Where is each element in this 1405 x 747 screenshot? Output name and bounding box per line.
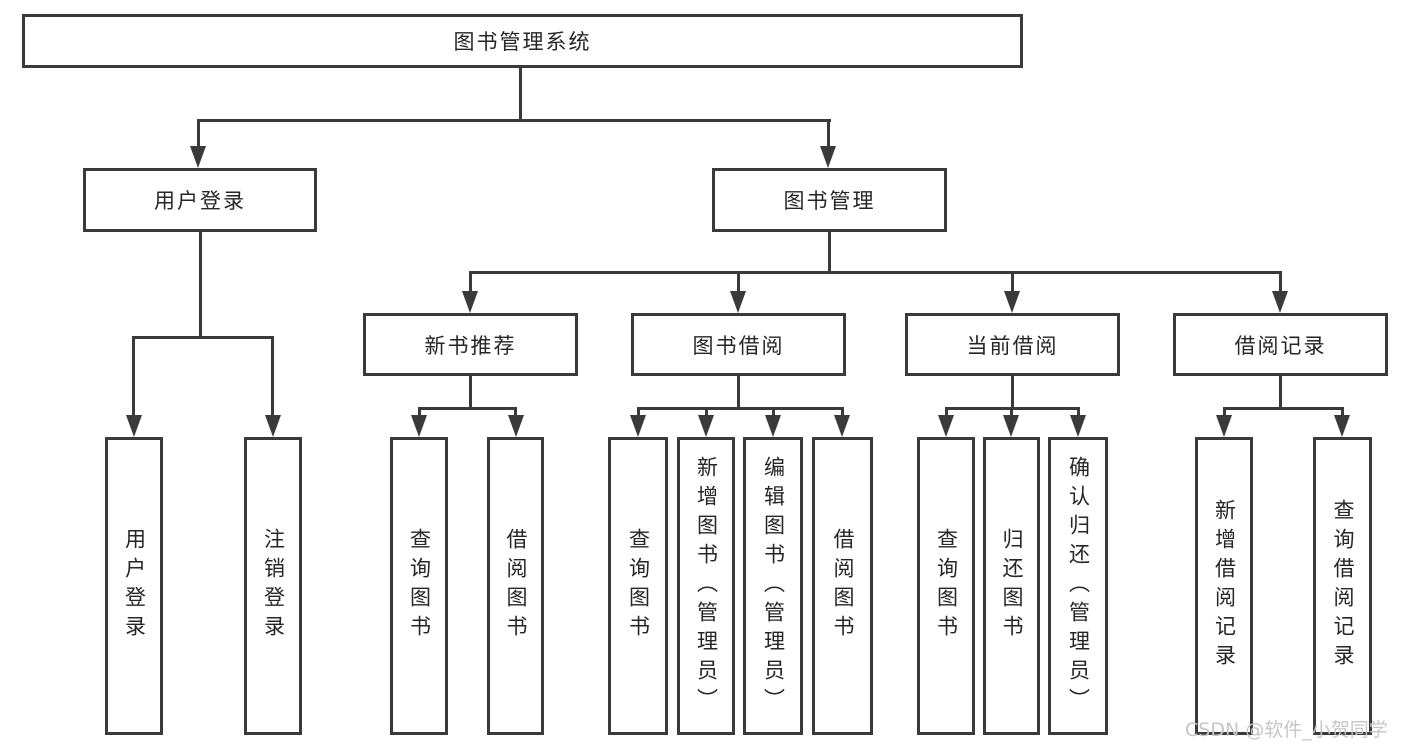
arrowhead-icon — [765, 415, 781, 437]
connector-drop — [945, 407, 948, 417]
connector-login-child2-drop — [271, 336, 274, 415]
node-book-borrow: 图书借阅 — [631, 313, 846, 376]
connector-records-branch — [1223, 407, 1344, 410]
connector-drop — [418, 407, 421, 417]
node-user-login: 用户登录 — [83, 168, 317, 232]
connector-level2-branch — [197, 119, 831, 122]
arrowhead-icon — [820, 146, 836, 168]
connector-drop — [705, 407, 708, 417]
connector-section4-stem — [1279, 373, 1282, 409]
arrowhead-icon — [411, 415, 427, 437]
leaf-add-borrow-record: 新增借阅记录 — [1195, 437, 1253, 735]
connector-drop — [1077, 407, 1080, 417]
arrowhead-icon — [126, 415, 142, 437]
leaf-edit-book-admin: 编辑图书（管理员） — [743, 437, 803, 735]
node-book-management: 图书管理 — [712, 168, 947, 232]
leaf-query-books-current: 查询图书 — [917, 437, 975, 735]
connector-manage-stem — [828, 229, 831, 273]
connector-drop — [1010, 407, 1013, 417]
leaf-confirm-return-admin: 确认归还（管理员） — [1048, 437, 1108, 735]
leaf-return-book: 归还图书 — [983, 437, 1040, 735]
connector-section3-stem — [1011, 373, 1014, 409]
arrowhead-icon — [1003, 415, 1019, 437]
leaf-user-login: 用户登录 — [105, 437, 163, 735]
connector-section1-stem — [469, 373, 472, 409]
connector-login-drop — [197, 119, 200, 147]
arrowhead-icon — [508, 415, 524, 437]
leaf-query-books-recommend: 查询图书 — [390, 437, 448, 735]
arrowhead-icon — [834, 415, 850, 437]
connector-manage-drop — [827, 119, 830, 147]
connector-drop — [514, 407, 517, 417]
connector-drop — [637, 407, 640, 417]
node-new-book-recommend: 新书推荐 — [363, 313, 578, 376]
node-root-system: 图书管理系统 — [22, 14, 1023, 68]
connector-recommend-branch — [418, 407, 517, 410]
arrowhead-icon — [1070, 415, 1086, 437]
connector-drop — [1223, 407, 1226, 417]
arrowhead-icon — [462, 291, 478, 313]
connector-root-stem — [519, 66, 522, 120]
arrowhead-icon — [698, 415, 714, 437]
connector-drop — [1341, 407, 1344, 417]
connector-login-stem — [199, 229, 202, 338]
arrowhead-icon — [630, 415, 646, 437]
leaf-logout: 注销登录 — [244, 437, 302, 735]
csdn-watermark: CSDN @软件_小贺同学 — [1185, 719, 1388, 741]
connector-login-child1-drop — [132, 336, 135, 415]
connector-drop — [772, 407, 775, 417]
connector-borrow-branch — [637, 407, 844, 410]
connector-login-branch — [132, 336, 274, 339]
arrowhead-icon — [730, 291, 746, 313]
node-borrow-records: 借阅记录 — [1173, 313, 1388, 376]
leaf-query-borrow-record: 查询借阅记录 — [1313, 437, 1372, 735]
connector-section4-drop — [1279, 271, 1282, 293]
connector-section1-drop — [469, 271, 472, 293]
arrowhead-icon — [190, 146, 206, 168]
connector-drop — [841, 407, 844, 417]
arrowhead-icon — [938, 415, 954, 437]
leaf-query-books-borrow: 查询图书 — [608, 437, 668, 735]
connector-section3-drop — [1011, 271, 1014, 293]
arrowhead-icon — [1334, 415, 1350, 437]
leaf-borrow-books-recommend: 借阅图书 — [487, 437, 544, 735]
leaf-borrow-books: 借阅图书 — [812, 437, 873, 735]
leaf-add-book-admin: 新增图书（管理员） — [677, 437, 735, 735]
connector-level3-branch — [469, 271, 1282, 274]
connector-section2-drop — [737, 271, 740, 293]
node-current-borrow: 当前借阅 — [905, 313, 1120, 376]
arrowhead-icon — [1004, 291, 1020, 313]
arrowhead-icon — [265, 415, 281, 437]
arrowhead-icon — [1272, 291, 1288, 313]
connector-section2-stem — [737, 373, 740, 409]
arrowhead-icon — [1216, 415, 1232, 437]
